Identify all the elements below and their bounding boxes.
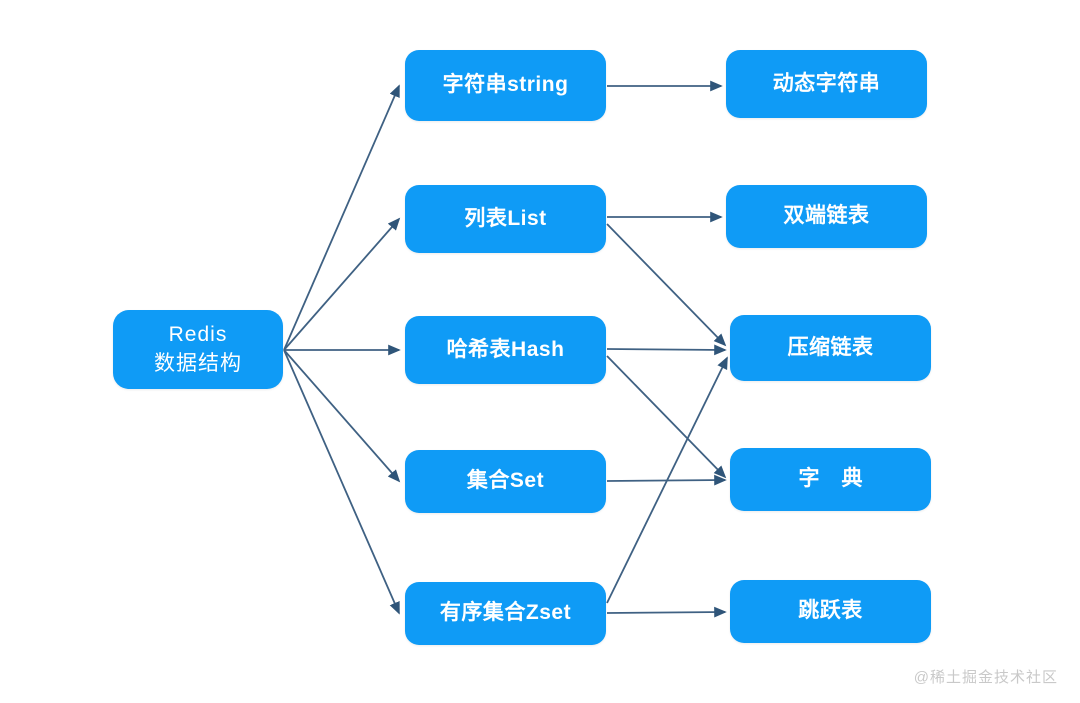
node-impl-linklist[interactable]: 双端链表 bbox=[726, 185, 927, 248]
node-root-label-line1: Redis bbox=[168, 323, 228, 347]
edge-hash-to-ziplist bbox=[606, 344, 727, 356]
node-type-string[interactable]: 字符串string bbox=[405, 50, 606, 121]
edge-list-to-ziplist bbox=[606, 223, 727, 347]
node-impl-sds[interactable]: 动态字符串 bbox=[726, 50, 927, 118]
node-type-string-label: 字符串string bbox=[442, 73, 569, 97]
node-impl-ziplist-label: 压缩链表 bbox=[787, 335, 874, 359]
node-impl-dict-label: 字典 bbox=[798, 467, 885, 491]
node-root-label-line2: 数据结构 bbox=[154, 351, 242, 375]
edge-zset-to-ziplist bbox=[606, 356, 728, 604]
edge-zset-to-skiplist bbox=[606, 606, 727, 618]
node-impl-skiplist-label: 跳跃表 bbox=[798, 599, 863, 623]
watermark: @稀土掘金技术社区 bbox=[913, 669, 1058, 686]
node-type-set-label: 集合Set bbox=[466, 469, 545, 493]
node-type-set[interactable]: 集合Set bbox=[405, 450, 606, 513]
edge-root-to-zset bbox=[283, 349, 400, 615]
node-type-list-label: 列表List bbox=[464, 206, 547, 230]
edge-root-to-set bbox=[283, 349, 401, 483]
edge-root-to-list bbox=[283, 217, 401, 351]
node-type-list[interactable]: 列表List bbox=[405, 185, 606, 253]
edge-set-to-dict bbox=[606, 474, 727, 486]
node-type-zset-label: 有序集合Zset bbox=[439, 601, 572, 625]
node-root[interactable]: Redis 数据结构 bbox=[113, 310, 283, 389]
node-type-hash-label: 哈希表Hash bbox=[446, 337, 565, 361]
node-impl-ziplist[interactable]: 压缩链表 bbox=[730, 315, 931, 381]
node-impl-sds-label: 动态字符串 bbox=[772, 71, 881, 95]
edge-root-to-string bbox=[283, 84, 400, 351]
node-impl-dict[interactable]: 字典 bbox=[730, 448, 931, 511]
node-type-hash[interactable]: 哈希表Hash bbox=[405, 316, 606, 384]
edge-hash-to-dict bbox=[606, 355, 727, 479]
node-type-zset[interactable]: 有序集合Zset bbox=[405, 582, 606, 645]
node-impl-linklist-label: 双端链表 bbox=[783, 204, 870, 228]
node-impl-skiplist[interactable]: 跳跃表 bbox=[730, 580, 931, 643]
